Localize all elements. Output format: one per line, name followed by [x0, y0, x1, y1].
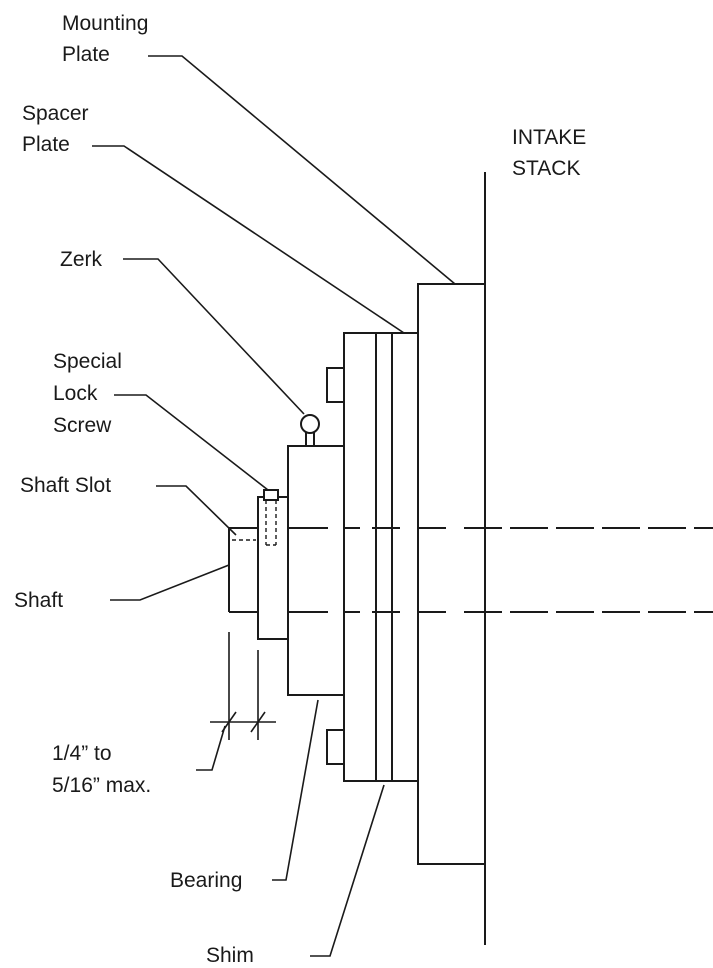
zerk-label: Zerk: [60, 248, 103, 271]
bearing-leader: [272, 699, 319, 881]
bearing-label: Bearing: [170, 869, 242, 892]
zerk-fitting: [300, 414, 320, 434]
special-lock-screw-label-line2: Lock: [53, 382, 98, 405]
dimension-tick-right: [250, 711, 266, 733]
bolt-head-bottom: [326, 729, 345, 765]
mounting-plate: [417, 283, 486, 865]
shaft-label: Shaft: [14, 589, 63, 612]
clearance-label-line1: 1/4” to: [52, 742, 112, 765]
spacer-plate-label-line1: Spacer: [22, 102, 89, 125]
spacer-plate-label-line2: Plate: [22, 133, 70, 156]
bolt-head-top: [326, 367, 345, 403]
zerk-leader: [123, 258, 305, 415]
shim: [375, 332, 393, 782]
intake-stack-label-line2: STACK: [512, 157, 580, 180]
special-lock-screw-label-line1: Special: [53, 350, 122, 373]
intake-stack-label-line1: INTAKE: [512, 126, 586, 149]
special-lock-screw-head: [263, 489, 279, 501]
shim-label: Shim: [206, 944, 254, 967]
mounting-plate-leader: [148, 55, 456, 285]
special-lock-screw-leader: [114, 394, 269, 491]
spacer-plate-leader: [92, 145, 405, 334]
special-lock-screw-label-line3: Screw: [53, 414, 112, 437]
clearance-leader: [196, 725, 226, 771]
shaft-slot-leader: [156, 485, 237, 536]
mounting-plate-label-line2: Plate: [62, 43, 110, 66]
spacer-plate: [391, 332, 419, 782]
shaft-leader: [110, 564, 230, 601]
mounting-plate-label-line1: Mounting: [62, 12, 148, 35]
bearing-body: [287, 445, 345, 696]
shaft-slot-label: Shaft Slot: [20, 474, 111, 497]
clearance-label-line2: 5/16” max.: [52, 774, 151, 797]
shim-leader: [310, 784, 385, 957]
locking-collar: [257, 496, 289, 640]
bearing-flange: [343, 332, 377, 782]
